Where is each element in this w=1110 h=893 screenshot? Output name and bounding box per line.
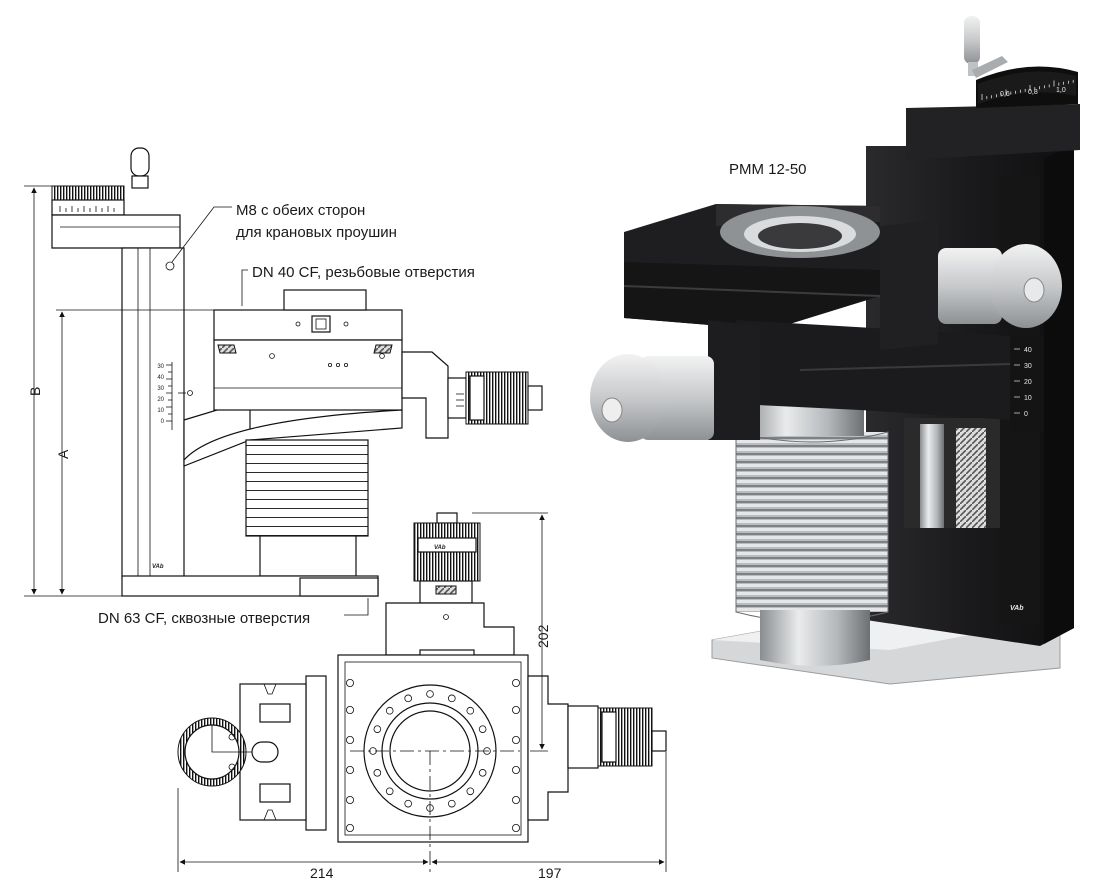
dial-number: 0,8 [1028,89,1038,96]
flange-hole [478,725,487,733]
flange-hole [373,769,382,777]
drawing-scale-label: 30 [157,386,164,392]
render-bellows [736,432,888,612]
product-render: PMM 12-50 0,6 0,8 1,0 [590,16,1080,685]
render-scale-number: 10 [1024,395,1032,402]
render-scale-number: 40 [1024,347,1032,354]
square-hole [512,766,521,775]
flange-hole [448,694,456,703]
m8-label-line1: M8 с обеих сторон [236,202,365,219]
drawing-scale-label: 20 [157,397,164,403]
side-view-drawing: 30 40 30 20 10 0 VAb [24,147,543,627]
model-label: PMM 12-50 [729,161,807,178]
square-hole [512,824,521,833]
square-hole [345,766,354,775]
crank-handle [130,147,150,177]
square-hole [512,706,521,715]
logo-drawing: VAb [152,564,164,570]
dimension-a: A [55,449,71,459]
square-hole [345,706,354,715]
dial-number: 0,6 [1000,91,1010,98]
dimension-b: B [27,387,43,396]
drawing-scale-label: 40 [157,375,164,381]
square-hole [345,796,354,805]
dn40-label: DN 40 CF, резьбовые отверстия [252,264,475,281]
vertical-column [121,247,185,579]
flange-hole [385,787,394,796]
dimension-197: 197 [538,865,562,881]
flange-hole [478,769,487,777]
flange-hole [426,690,434,698]
dial-number: 1,0 [1056,87,1066,94]
square-bolt-holes [345,679,521,833]
square-hole [345,679,354,688]
top-view-drawing: VAb [177,512,667,881]
m8-label-line2: для крановых проушин [236,224,397,241]
render-scale-number: 0 [1024,411,1028,418]
drawing-scale-label: 30 [157,364,164,370]
flange-hole [404,694,412,703]
dimension-202: 202 [535,624,551,648]
render-scale-number: 30 [1024,363,1032,370]
dimension-214: 214 [310,865,334,881]
render-scale-number: 20 [1024,379,1032,386]
column-scale [166,362,173,430]
square-hole [512,679,521,688]
square-hole [345,736,354,745]
dn63-label: DN 63 CF, сквозные отверстия [98,610,310,627]
bellows-drawing [245,439,369,537]
top-dial [51,185,125,201]
flange-hole [385,706,394,715]
render-crank-handle [964,16,980,64]
flange-hole [466,706,475,715]
render-top-dial [978,71,1076,104]
render-micrometer-right [938,248,1002,324]
square-hole [512,796,521,805]
top-bracket [51,214,181,249]
flange-hole [448,799,456,808]
render-logo: VAb [1010,605,1024,612]
stage-top [213,309,403,341]
drawing-scale-label: 10 [157,408,164,414]
svg-text:VAb: VAb [434,545,446,551]
square-hole [512,736,521,745]
flange-hole [373,725,382,733]
flange-hole [466,787,475,796]
flange-hole [404,799,412,808]
square-hole [345,824,354,833]
flange-bolt-holes [369,690,491,812]
drawing-scale-label: 0 [161,419,165,425]
m8-hole [165,261,175,271]
